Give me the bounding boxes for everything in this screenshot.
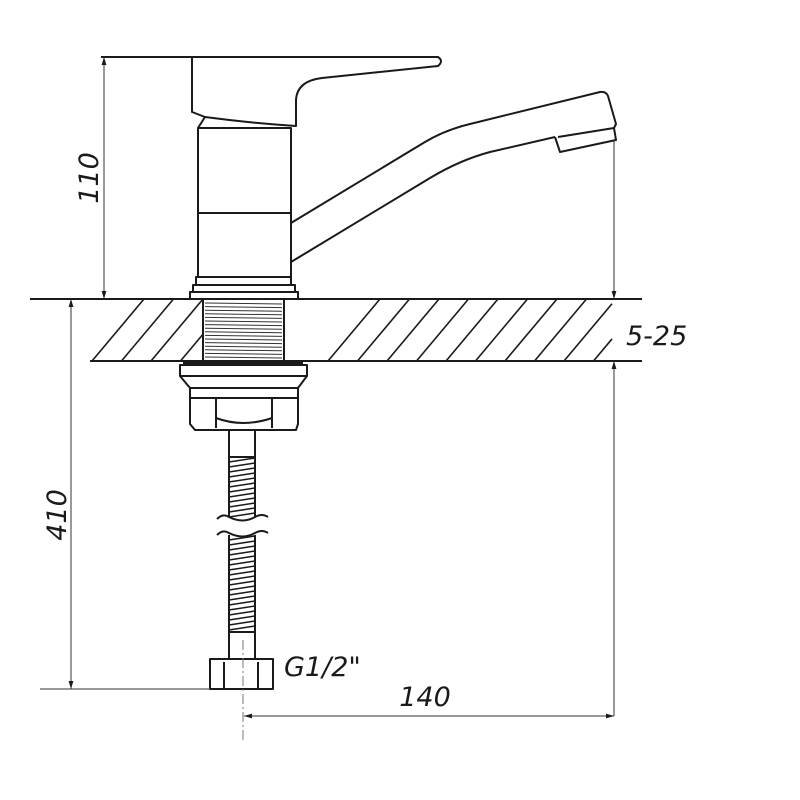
dimension-410: 410	[40, 299, 210, 690]
dimension-140: 140	[244, 682, 614, 719]
thread-line	[204, 316, 283, 319]
hose-braid-line	[228, 482, 256, 488]
hose-braid-line	[228, 565, 256, 571]
hatch-line	[445, 298, 499, 362]
hose-braid-line	[228, 605, 256, 611]
hose-braid-line	[228, 595, 256, 601]
thread-line	[204, 320, 283, 323]
thread-line	[204, 349, 283, 352]
thread-line	[204, 352, 283, 355]
hose-braid-line	[228, 625, 256, 631]
mounting-thread	[202, 298, 285, 362]
thread-line	[204, 342, 283, 345]
hose-braid-line	[228, 590, 256, 596]
thread-line	[204, 334, 283, 337]
hose-braid-line	[228, 555, 256, 561]
hose-braid-line	[228, 462, 256, 468]
hose-braid-line	[228, 575, 256, 581]
hose-braid-line	[228, 610, 256, 616]
hose-braid-line	[228, 615, 256, 621]
hose-braid-line	[228, 570, 256, 576]
hatch-line	[150, 298, 204, 362]
hatch-line	[327, 298, 381, 362]
hatch-line	[533, 298, 588, 362]
hose-braid-line	[228, 457, 256, 463]
hose-braid-line	[228, 467, 256, 473]
thread-line	[204, 331, 283, 334]
dimension-410-label: 410	[42, 489, 73, 541]
flexible-hose	[216, 430, 269, 658]
hatch-line	[415, 298, 470, 362]
thread-line	[204, 324, 283, 327]
hose-braid-line	[228, 585, 256, 591]
dimension-110: 110	[74, 57, 107, 299]
dimension-5-25-label: 5-25	[626, 321, 687, 352]
hose-braid-line	[228, 487, 256, 493]
hatch-line	[356, 298, 411, 362]
hose-braid-line	[228, 550, 256, 556]
thread-line	[204, 309, 283, 312]
dimension-140-label: 140	[399, 682, 451, 713]
hose-braid-line	[228, 492, 256, 498]
hose-braid-line	[228, 535, 256, 541]
hose-braid-line	[228, 600, 256, 606]
hose-braid-line	[228, 477, 256, 483]
hose-braid-line	[228, 472, 256, 478]
countertop	[30, 298, 642, 362]
lever-handle	[101, 56, 442, 129]
hose-braid-line	[228, 512, 256, 518]
hose-braid-line	[228, 497, 256, 503]
thread-line	[204, 327, 283, 330]
spout	[290, 90, 617, 263]
hose-braid-line	[228, 620, 256, 626]
hatch-line	[91, 298, 145, 362]
dimension-5-25: 5-25	[611, 140, 687, 716]
faucet-body	[189, 127, 299, 300]
thread-line	[204, 302, 283, 305]
thread-line	[204, 356, 283, 359]
thread-line	[204, 313, 283, 316]
dimension-110-label: 110	[74, 152, 105, 204]
hatch-line	[120, 298, 175, 362]
hose-braid-line	[228, 540, 256, 546]
hatch-line	[563, 303, 613, 362]
hatch-line	[504, 298, 558, 362]
hose-braid-line	[228, 560, 256, 566]
hose-braid-line	[228, 545, 256, 551]
hatch-line	[474, 298, 529, 362]
thread-line	[204, 345, 283, 348]
thread-line	[204, 338, 283, 341]
thread-spec-label: G1/2"	[284, 652, 361, 683]
hatch-line	[592, 338, 613, 362]
hose-braid-line	[228, 507, 256, 513]
mounting-nut	[179, 360, 308, 431]
hatch-line	[386, 298, 440, 362]
hose-braid-line	[228, 580, 256, 586]
thread-line	[204, 306, 283, 309]
hose-braid-line	[228, 502, 256, 508]
hose-end-nut	[209, 658, 274, 690]
